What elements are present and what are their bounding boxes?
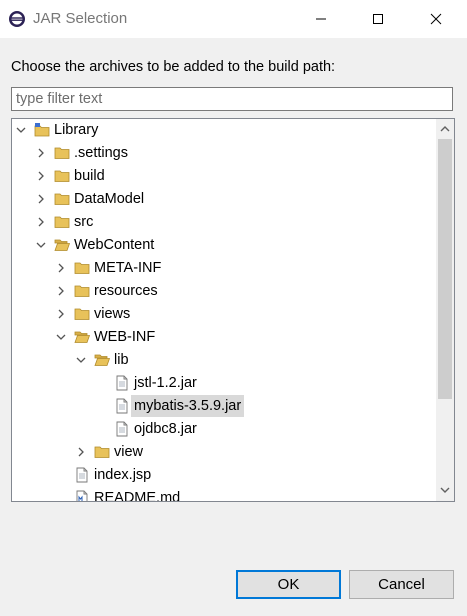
tree-row[interactable]: lib <box>12 349 436 371</box>
tree-row-label: README.md <box>94 490 181 502</box>
folder-icon <box>74 285 90 297</box>
eclipse-app-icon <box>9 11 25 27</box>
chevron-right-icon[interactable] <box>36 217 46 227</box>
tree-row-label: WebContent <box>74 237 155 253</box>
chevron-right-icon[interactable] <box>76 447 86 457</box>
maximize-button[interactable] <box>355 0 401 38</box>
close-button[interactable] <box>413 0 459 38</box>
folder-icon <box>54 193 70 205</box>
vertical-scrollbar[interactable] <box>436 119 454 501</box>
chevron-right-icon[interactable] <box>56 286 66 296</box>
tree-row[interactable]: ojdbc8.jar <box>12 418 436 440</box>
tree-row-label: Library <box>54 122 99 138</box>
file-icon <box>76 467 88 483</box>
tree-row[interactable]: Library <box>12 119 436 141</box>
tree-row[interactable]: .settings <box>12 142 436 164</box>
folder-open-icon <box>74 331 90 343</box>
folder-icon <box>74 262 90 274</box>
ok-button[interactable]: OK <box>236 570 341 599</box>
chevron-right-icon[interactable] <box>36 148 46 158</box>
folder-icon <box>54 170 70 182</box>
chevron-down-icon[interactable] <box>76 355 86 365</box>
tree-row[interactable]: mybatis-3.5.9.jar <box>12 395 436 417</box>
folder-icon <box>94 446 110 458</box>
chevron-down-icon[interactable] <box>56 332 66 342</box>
tree-row-label: src <box>74 214 94 230</box>
file-icon <box>116 375 128 391</box>
window-title: JAR Selection <box>33 10 128 27</box>
tree-row[interactable]: resources <box>12 280 436 302</box>
tree-row-label: WEB-INF <box>94 329 156 345</box>
tree-row-label: resources <box>94 283 158 299</box>
tree-row-label: jstl-1.2.jar <box>134 375 197 391</box>
tree-row-label: META-INF <box>94 260 162 276</box>
tree-row[interactable]: WebContent <box>12 234 436 256</box>
folder-open-icon <box>94 354 110 366</box>
tree-row[interactable]: jstl-1.2.jar <box>12 372 436 394</box>
tree-row[interactable]: DataModel <box>12 188 436 210</box>
tree-row[interactable]: README.md <box>12 487 436 502</box>
tree-row-label: lib <box>114 352 129 368</box>
tree-row-label: build <box>74 168 105 184</box>
scroll-up-icon[interactable] <box>440 124 450 134</box>
chevron-right-icon[interactable] <box>56 263 66 273</box>
folder-icon <box>54 216 70 228</box>
folder-open-icon <box>54 239 70 251</box>
scrollbar-thumb[interactable] <box>438 139 452 399</box>
tree-row[interactable]: view <box>12 441 436 463</box>
file-icon <box>116 421 128 437</box>
tree-row-label: view <box>114 444 144 460</box>
tree-row[interactable]: META-INF <box>12 257 436 279</box>
close-icon <box>430 13 442 25</box>
markdown-file-icon <box>76 490 88 501</box>
tree-row[interactable]: views <box>12 303 436 325</box>
tree-row[interactable]: index.jsp <box>12 464 436 486</box>
instruction-label: Choose the archives to be added to the b… <box>11 59 336 75</box>
chevron-right-icon[interactable] <box>56 309 66 319</box>
file-icon <box>116 398 128 414</box>
tree-row[interactable]: src <box>12 211 436 233</box>
tree-row-label: DataModel <box>74 191 145 207</box>
folder-icon <box>74 308 90 320</box>
title-bar: JAR Selection <box>0 0 467 38</box>
cancel-button[interactable]: Cancel <box>349 570 454 599</box>
folder-icon <box>54 147 70 159</box>
chevron-right-icon[interactable] <box>36 194 46 204</box>
tree-row-label: mybatis-3.5.9.jar <box>131 395 245 417</box>
tree-row-label: index.jsp <box>94 467 152 483</box>
chevron-down-icon[interactable] <box>36 240 46 250</box>
scroll-down-icon[interactable] <box>440 485 450 495</box>
tree-row-label: .settings <box>74 145 128 161</box>
chevron-right-icon[interactable] <box>36 171 46 181</box>
filter-input[interactable] <box>11 87 453 111</box>
project-folder-icon <box>34 123 50 137</box>
chevron-down-icon[interactable] <box>16 125 26 135</box>
tree-row[interactable]: build <box>12 165 436 187</box>
tree-row-label: views <box>94 306 131 322</box>
tree-row-label: ojdbc8.jar <box>134 421 197 437</box>
tree-row[interactable]: WEB-INF <box>12 326 436 348</box>
maximize-icon <box>373 14 383 24</box>
minimize-icon <box>316 18 326 20</box>
minimize-button[interactable] <box>298 0 344 38</box>
